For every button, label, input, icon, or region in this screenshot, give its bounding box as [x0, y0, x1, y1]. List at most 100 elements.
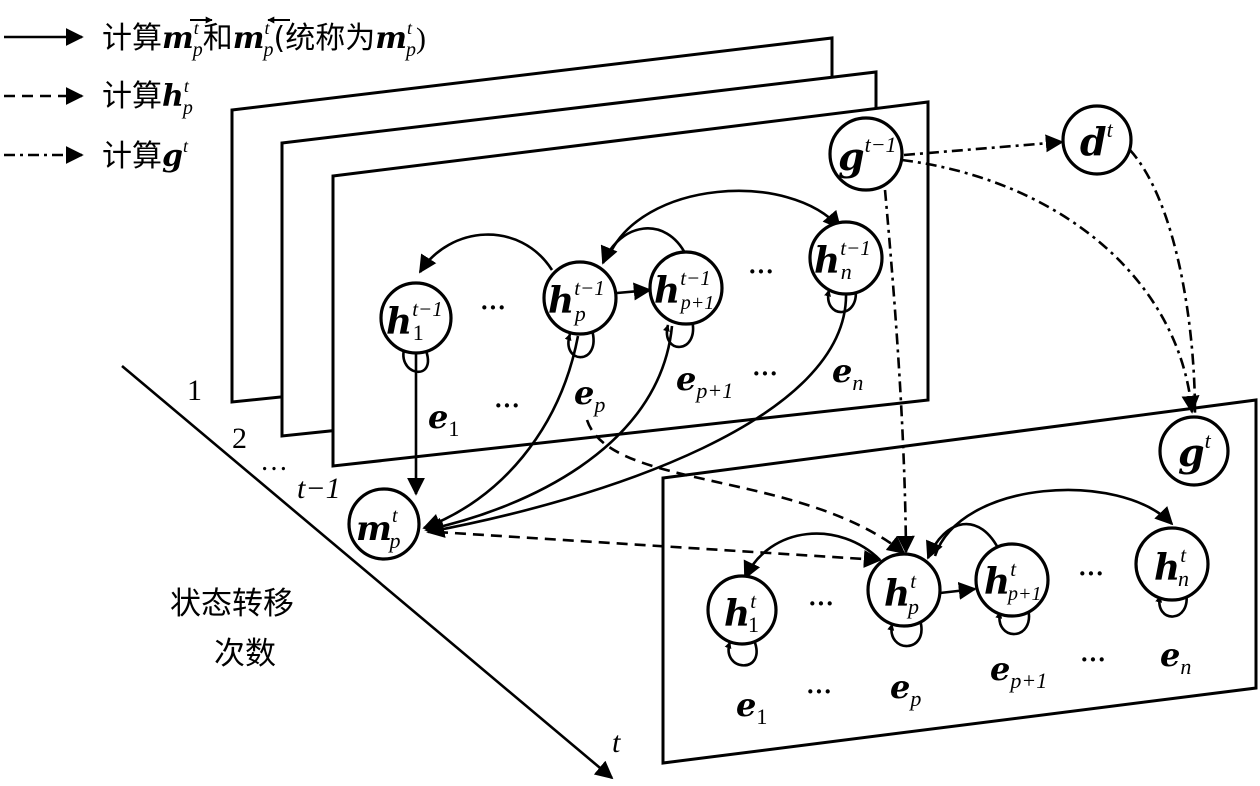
label-e1-prev-sub: 1: [448, 416, 459, 441]
edge-hp1-to-hp-prev: [600, 227, 688, 265]
svg-text:mtp: mtp: [356, 505, 401, 553]
label-en-prev: en: [832, 352, 863, 395]
edge-g-prev-to-g-curr: [901, 158, 1200, 414]
axis-label-1: 1: [187, 374, 202, 407]
node-hp-prev-sym: h: [548, 280, 574, 322]
svg-text:gt: gt: [1178, 428, 1212, 475]
edge-hp-to-mp: [422, 335, 580, 531]
time-axis-arrow: [121, 365, 614, 780]
legend-m-backward-sub: p: [262, 39, 274, 61]
ellipsis-curr-h-right: ···: [1078, 559, 1104, 588]
edge-mp-to-hp-curr: [436, 530, 882, 568]
node-hp-curr-sym: h: [884, 573, 910, 615]
node-g-prev: gt−1: [828, 116, 904, 192]
ellipsis-prev-h: ···: [480, 293, 506, 322]
selfloop-hp1-prev: [663, 319, 695, 349]
axis-label-t: t: [612, 726, 621, 759]
selfloop-hn-prev: [824, 285, 858, 314]
edge-hn-to-mp: [426, 291, 848, 538]
label-ep1-curr-sym: e: [990, 650, 1010, 688]
legend-m-forward-sub: p: [191, 39, 203, 61]
node-g-curr-sym: g: [1178, 430, 1205, 475]
node-g-prev-sym: g: [838, 134, 865, 179]
node-h1-curr-sup: t: [750, 589, 757, 613]
axis-label-2: 2: [232, 422, 247, 455]
label-ep-prev-sym: e: [574, 374, 594, 412]
legend-h-sup: t: [184, 76, 190, 96]
node-hn-curr-sub: n: [1178, 566, 1189, 591]
legend-m-combined-sup: t: [407, 18, 413, 38]
legend-m-backward-sup: t: [265, 18, 271, 38]
node-mp-sub: p: [388, 528, 401, 553]
svg-text:htp: htp: [884, 569, 919, 619]
edge-g-prev-to-hp-curr: [883, 189, 915, 554]
node-hp1-prev-sym: h: [654, 270, 680, 312]
node-mp-sup: t: [392, 505, 398, 527]
node-h1-prev-sup: t−1: [412, 297, 443, 321]
node-g-curr: gt: [1158, 415, 1230, 487]
edge-ep-to-hp-curr: [585, 419, 906, 555]
node-hp1-curr-sup: t: [1010, 557, 1017, 581]
ellipsis-curr-h: ···: [808, 589, 834, 618]
frame-step-t-minus-1: [331, 100, 930, 468]
axis-ellipsis: …: [260, 446, 288, 477]
label-ep-curr-sym: e: [890, 668, 910, 706]
label-e1-curr-sub: 1: [756, 704, 767, 729]
node-hn-curr-sup: t: [1180, 543, 1187, 567]
svg-text:htn: htn: [1154, 543, 1189, 591]
node-hp1-curr-sym: h: [984, 561, 1010, 603]
node-mp-sym: m: [356, 509, 392, 549]
axis-caption-line1: 状态转移: [170, 586, 294, 622]
legend-m-combined-sub: p: [404, 39, 416, 61]
node-hp1-prev-sup: t−1: [680, 266, 711, 290]
legend-paren-open: (统称为: [274, 21, 376, 56]
ellipsis-prev-e-right: ···: [752, 359, 778, 388]
node-hp-prev-sup: t−1: [574, 276, 605, 300]
node-d-sym: d: [1080, 119, 1107, 164]
label-ep-curr-sub: p: [908, 686, 921, 711]
svg-text:ht−11: ht−11: [386, 297, 443, 345]
node-hp-curr-sup: t: [910, 569, 917, 593]
node-hn-prev-sym: h: [814, 240, 840, 282]
edge-hp1-to-mp: [424, 325, 674, 536]
label-ep-curr: ep: [890, 668, 921, 711]
node-hp-prev-sub: p: [573, 301, 586, 326]
frame-step-t: [661, 398, 1258, 765]
label-en-prev-sym: e: [832, 352, 852, 390]
label-e1-curr-sym: e: [736, 686, 756, 724]
label-e1-curr: e1: [736, 686, 767, 729]
svg-text:ht1: ht1: [724, 589, 759, 637]
label-ep1-curr: ep+1: [990, 650, 1047, 693]
selfloop-hp1-curr: [995, 607, 1031, 636]
legend-g-sup: t: [183, 136, 189, 156]
time-axis: 1 2 … t−1 t 状态转移 次数: [121, 365, 621, 780]
label-ep1-prev-sym: e: [676, 360, 696, 398]
node-hp1-curr-sub: p+1: [1006, 583, 1042, 605]
edge-hp-to-hn-prev: [606, 189, 842, 259]
edge-d-to-g-curr: [1129, 149, 1197, 415]
legend-dashdot-entry: 计算gt: [4, 136, 189, 174]
axis-caption-line2: 次数: [214, 636, 276, 672]
legend-conj: 和: [203, 21, 233, 56]
node-g-curr-sup: t: [1205, 428, 1212, 453]
label-e1-prev-sym: e: [428, 398, 448, 436]
node-hn-prev-sub: n: [841, 259, 852, 284]
svg-text:ht−1p: ht−1p: [548, 276, 605, 326]
svg-text:dt: dt: [1080, 117, 1114, 164]
edge-hp-to-h1-curr: [743, 532, 881, 580]
ellipsis-curr-e: ···: [806, 677, 832, 706]
node-hn-prev-sup: t−1: [840, 236, 871, 260]
